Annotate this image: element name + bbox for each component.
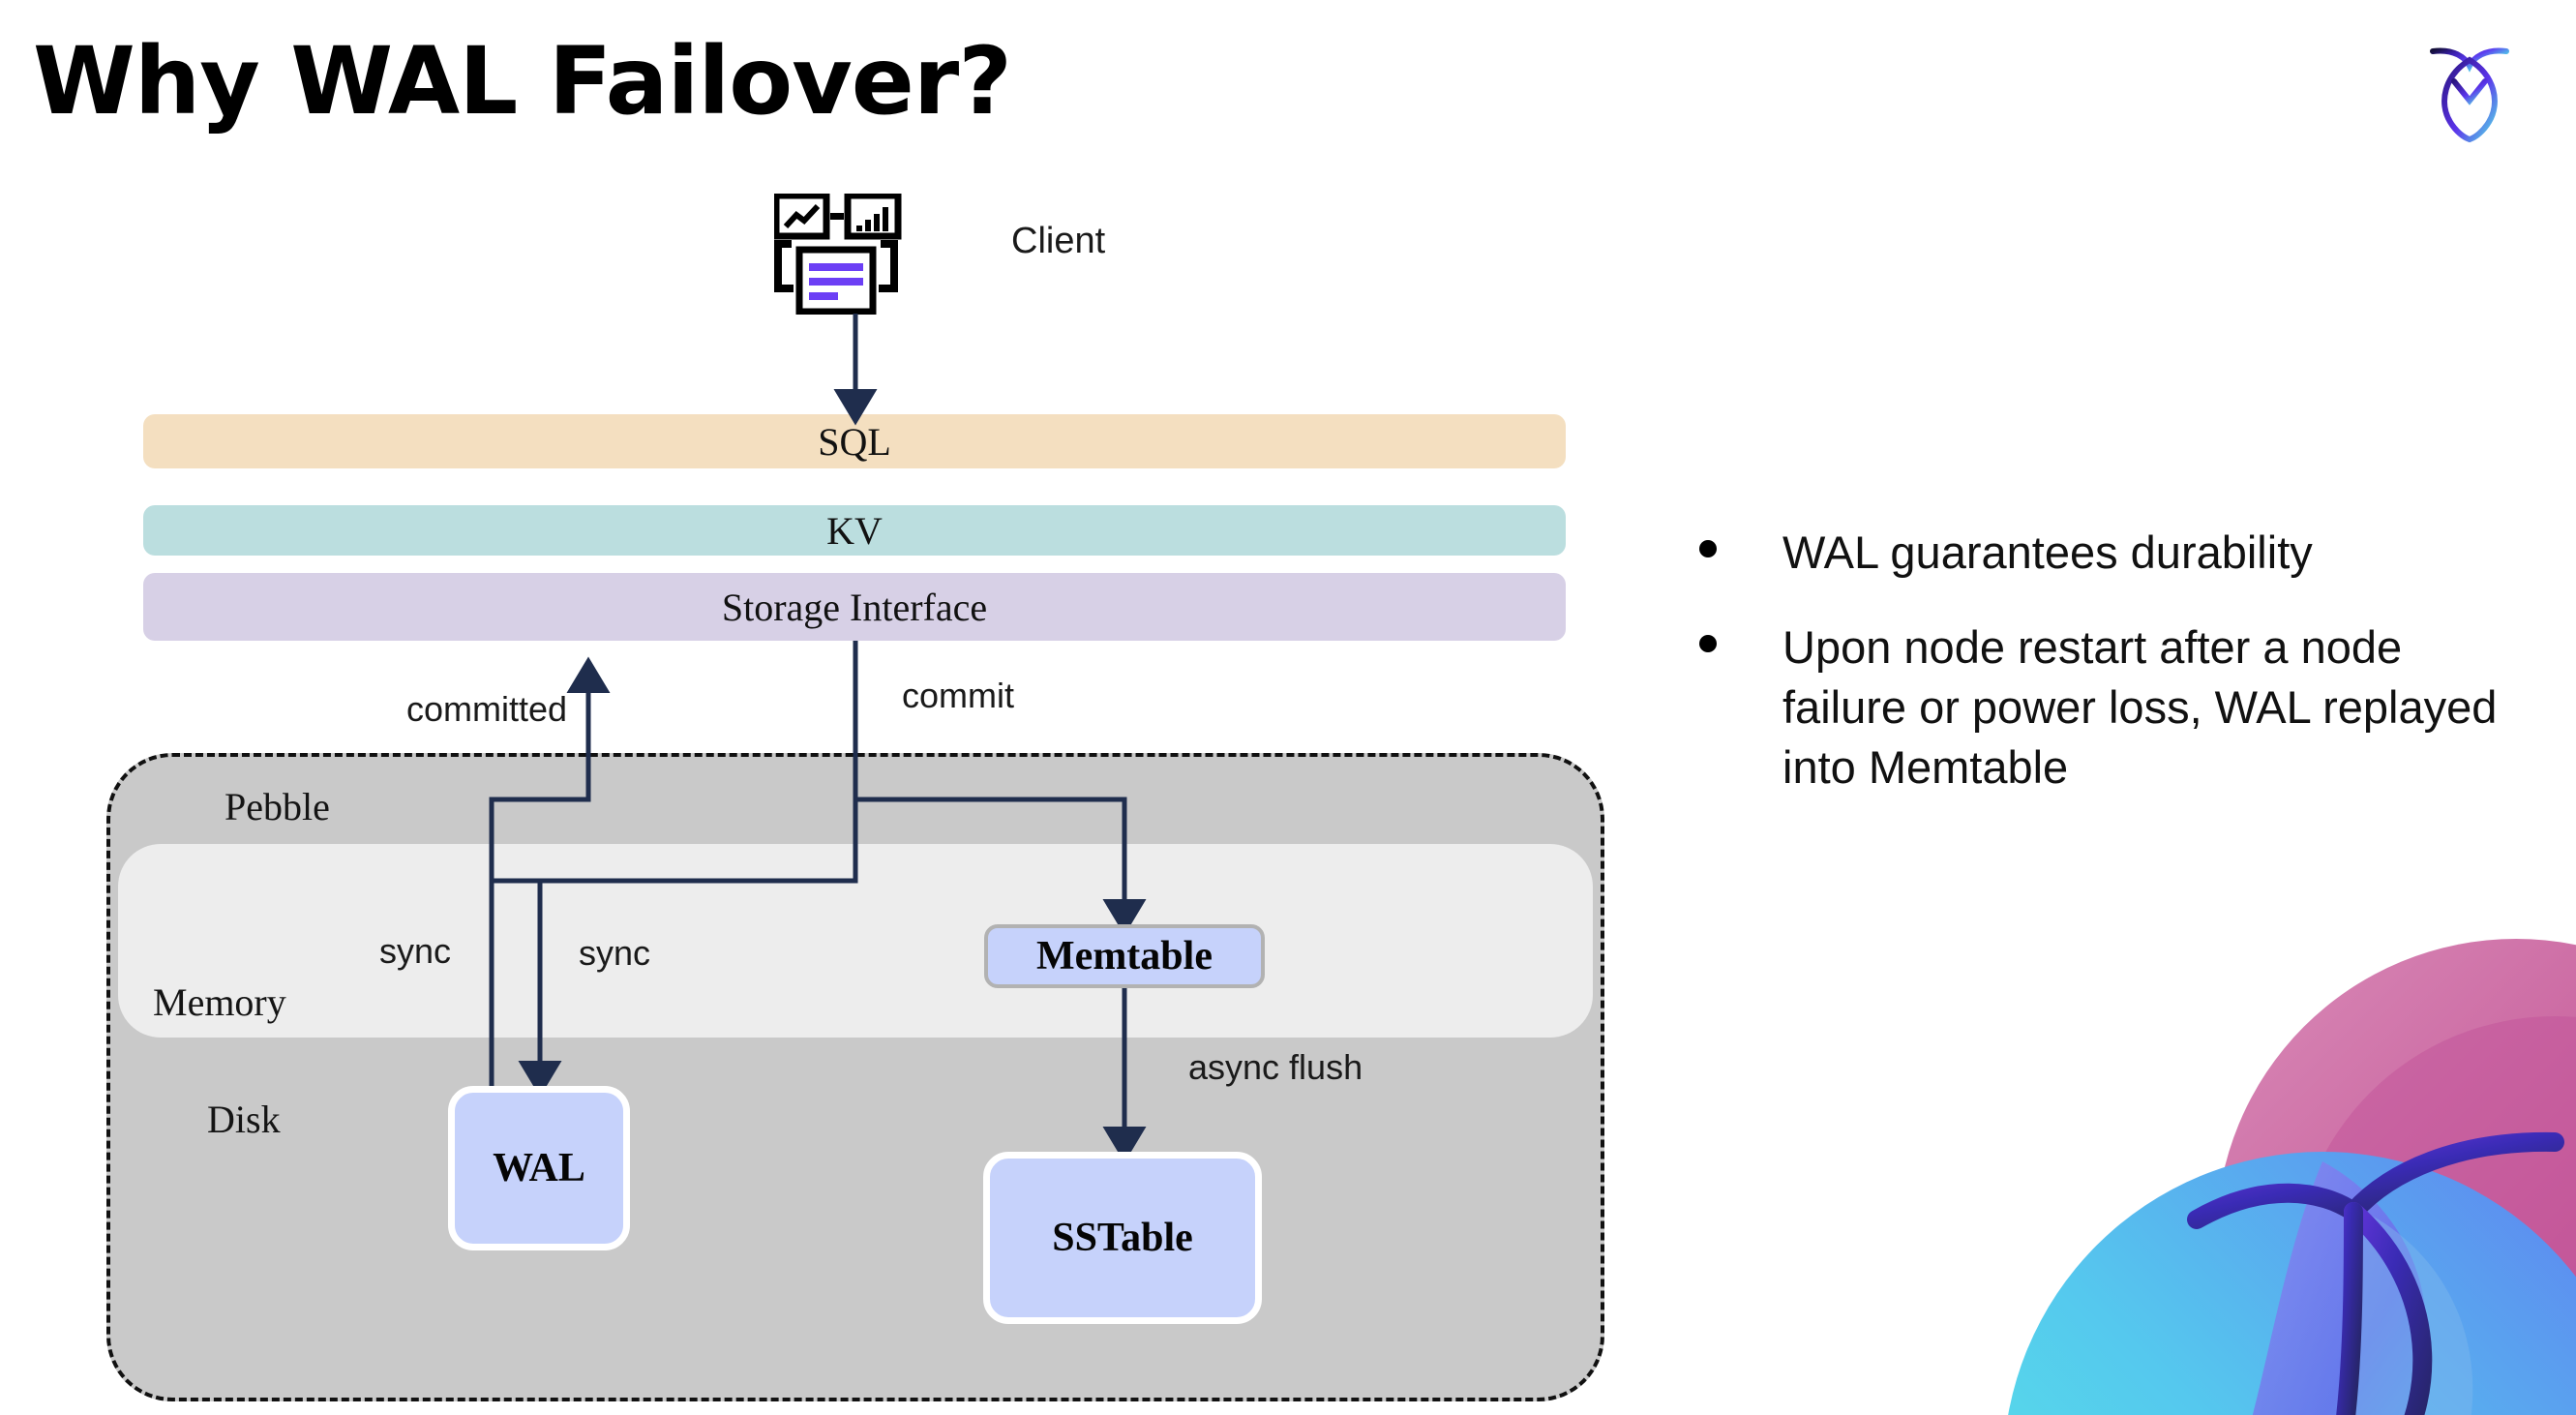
node-wal-label: WAL bbox=[493, 1146, 585, 1190]
list-item: Upon node restart after a node failure o… bbox=[1699, 617, 2502, 798]
cockroachdb-logo-icon bbox=[2411, 29, 2528, 145]
edge-label-committed: committed bbox=[406, 689, 568, 729]
layer-bar-sql: SQL bbox=[143, 414, 1566, 468]
edge-label-sync-left: sync bbox=[379, 931, 452, 971]
node-wal: WAL bbox=[448, 1086, 630, 1250]
edge-label-commit: commit bbox=[902, 676, 1014, 715]
bullet-dot-icon bbox=[1699, 635, 1717, 653]
cockroach-gradient-artwork bbox=[1974, 929, 2576, 1415]
layer-bar-sql-label: SQL bbox=[818, 419, 891, 464]
list-item: WAL guarantees durability bbox=[1699, 523, 2502, 583]
layer-bar-storage-interface: Storage Interface bbox=[143, 573, 1566, 641]
bullet-list: WAL guarantees durability Upon node rest… bbox=[1699, 523, 2502, 832]
layer-bar-kv: KV bbox=[143, 505, 1566, 556]
client-terminal-icon bbox=[772, 192, 929, 316]
bullet-dot-icon bbox=[1699, 540, 1717, 557]
edge-label-sync-right: sync bbox=[579, 933, 651, 973]
pebble-label: Pebble bbox=[225, 785, 330, 828]
node-memtable-label: Memtable bbox=[1036, 934, 1213, 978]
page-title: Why WAL Failover? bbox=[33, 27, 1012, 135]
memory-region bbox=[118, 844, 1593, 1038]
node-memtable: Memtable bbox=[984, 924, 1265, 988]
bullet-text: WAL guarantees durability bbox=[1782, 527, 2313, 578]
layer-bar-kv-label: KV bbox=[826, 508, 883, 553]
node-sstable: SSTable bbox=[983, 1152, 1262, 1324]
layer-bar-storage-label: Storage Interface bbox=[721, 585, 988, 629]
client-label: Client bbox=[1011, 221, 1106, 261]
memory-label: Memory bbox=[153, 980, 286, 1024]
edge-label-async-flush: async flush bbox=[1188, 1047, 1363, 1087]
bullet-text: Upon node restart after a node failure o… bbox=[1782, 621, 2498, 794]
node-sstable-label: SSTable bbox=[1052, 1216, 1193, 1260]
disk-label: Disk bbox=[207, 1098, 281, 1141]
